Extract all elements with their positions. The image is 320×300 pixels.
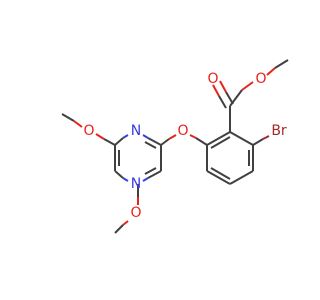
pyr-bond-c5-c4-n [122,177,129,182]
methoxy-bottom [114,184,139,234]
carbonyl-bond-line-a-o [212,84,220,97]
pyr-bond-c2-n1-inner [144,141,157,149]
pyrimidine-ring [114,134,162,182]
atom-o-ether: O [177,123,188,139]
atom-o-carbonyl: O [207,71,218,87]
molecule-drawing: O O O O O N N Br [61,59,289,234]
ether-pyr-bond [160,138,170,146]
atom-o-methoxy-bottom: O [130,205,141,221]
br-bond [252,138,264,146]
atom-n-top: N [131,123,141,139]
ester-methyl-bond-o [266,67,276,76]
ring-bond-4-inner [210,167,231,180]
atom-o-ester: O [255,71,266,87]
pyr-bond-c4-n3 [147,170,162,179]
structure-diagram: O O O O O N N Br [61,59,289,234]
methoxy-top-bond [103,138,116,146]
methoxy-bottom-methyl-bond [114,224,124,234]
pyr-bond-n1-c6-n [122,134,129,139]
ester-group [212,59,289,132]
methoxy-top-methyl-bond-o [73,120,83,128]
ether-link [160,134,208,146]
atom-labels: O O O O O N N Br [83,71,286,221]
methoxy-top [61,113,116,146]
ether-ring-bond [195,137,208,146]
pyr-bond-n1-c6 [114,137,124,146]
ester-co-bond-o [241,81,254,91]
carbonyl-bond-line-b-o [219,80,227,93]
pyr-bond-c2-n1-n [142,134,149,139]
methoxy-bottom-methyl-bond-o [122,220,129,226]
benzene-ring [206,131,254,185]
carbonyl-bond-line-a [218,95,227,109]
atom-br: Br [271,123,287,139]
br-bond-colored [262,135,270,140]
methoxy-top-bond-o [95,133,105,140]
ester-co-bond [229,89,243,107]
ester-methyl-bond [274,59,289,69]
pyr-bond-c4-n3-inner [144,167,157,175]
pyr-bond-c2-n1 [147,137,162,146]
bromo-substituent [252,135,270,146]
ring-bond-6-inner [210,136,231,149]
ring-bond-1 [229,131,254,146]
ring-bond-3 [229,170,254,185]
atom-n-bottom: N [131,176,141,192]
methoxy-top-methyl-bond [61,113,75,122]
ether-pyr-bond-o [168,134,177,140]
ring-bond-6 [206,131,231,146]
atom-o-methoxy-top: O [83,123,94,139]
ether-ring-bond-o [189,134,197,139]
pyr-bond-c4-n3-n [142,177,149,182]
ring-bond-4 [206,170,231,185]
pyr-bond-c5-c4 [114,170,124,179]
